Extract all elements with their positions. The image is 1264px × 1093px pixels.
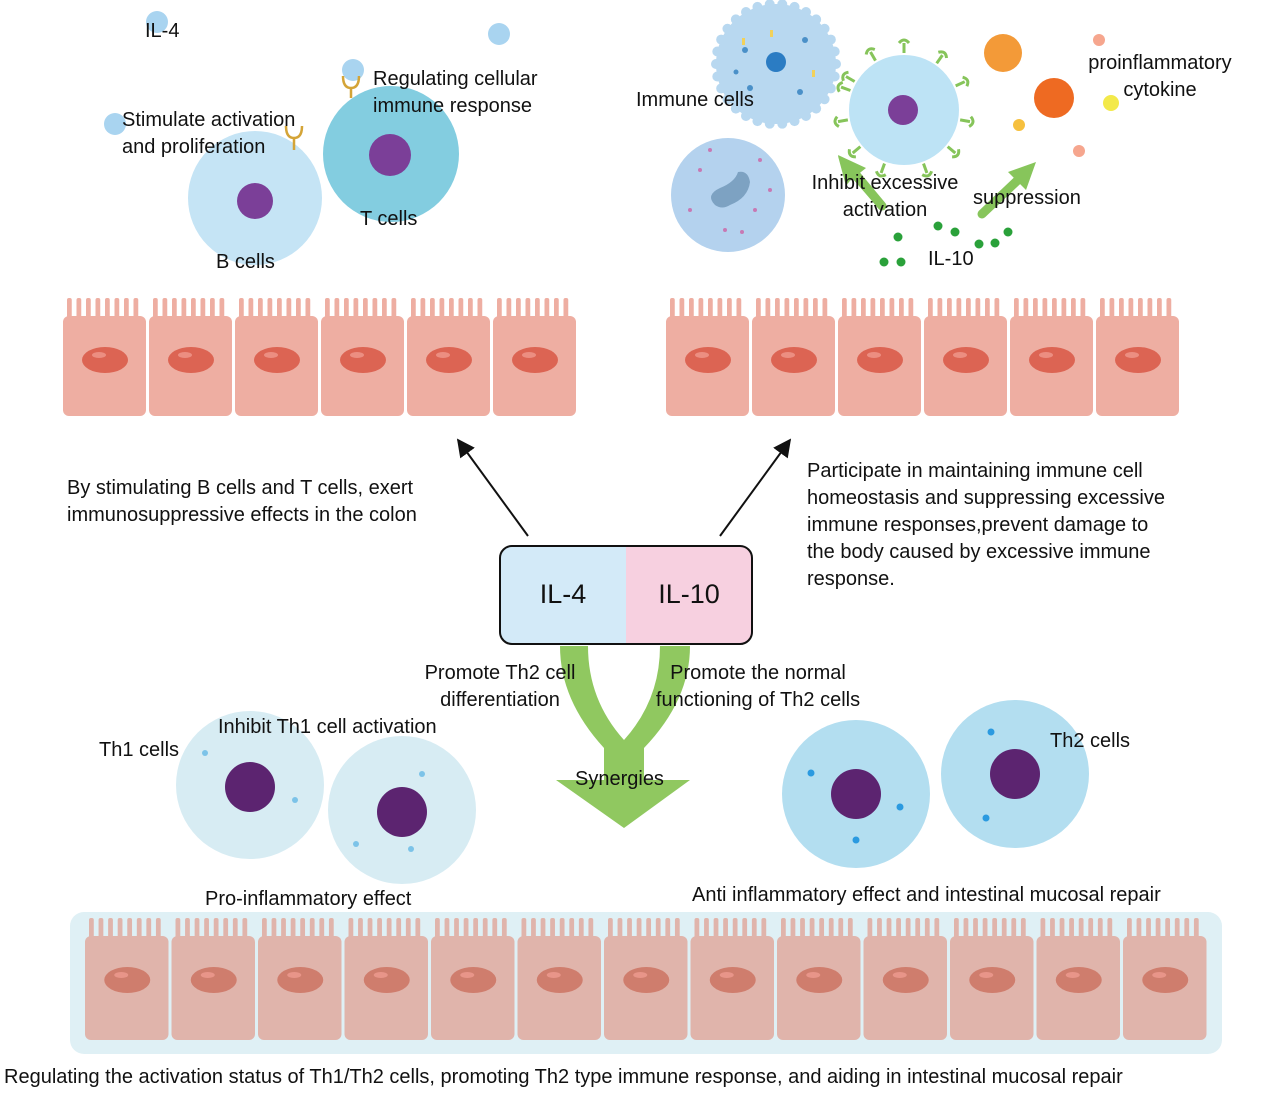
il4-particle xyxy=(104,113,126,135)
granule xyxy=(202,750,208,756)
t-cell-receptor xyxy=(341,75,361,98)
cytokine xyxy=(1073,145,1085,157)
granule xyxy=(292,797,298,803)
cytokine xyxy=(1093,34,1105,46)
epithelial-cell xyxy=(1010,298,1093,416)
inhibit-arrow-shaft xyxy=(847,165,887,211)
promote-th2-differentiation-label: Promote Th2 cell differentiation xyxy=(424,662,576,711)
th2-cells-label: Th2 cells xyxy=(1050,730,1131,752)
epithelial-cell xyxy=(1096,298,1179,416)
epithelium-top-right xyxy=(666,298,1179,416)
immune-cell-receptors xyxy=(833,38,975,178)
suppression-arrow-shaft xyxy=(977,173,1025,219)
epithelial-cell xyxy=(1123,918,1207,1040)
th2-cell-nucleus xyxy=(990,749,1040,799)
inhibit-th1-label: Inhibit Th1 cell activation xyxy=(218,716,437,738)
stimulate-activation-label: Stimulate activation and proliferation xyxy=(122,109,296,158)
epithelial-cell xyxy=(149,298,232,416)
epithelial-cell xyxy=(690,918,774,1040)
epithelial-cell xyxy=(431,918,515,1040)
il4-particle-label: IL-4 xyxy=(145,20,180,42)
pro-inflammatory-label: Pro-inflammatory effect xyxy=(205,888,412,910)
b-cell-receptor xyxy=(284,125,304,150)
granule xyxy=(987,728,995,736)
il10-molecules xyxy=(879,221,1013,267)
epithelial-cell xyxy=(407,298,490,416)
epithelial-cell xyxy=(493,298,576,416)
cytokine xyxy=(1103,95,1119,111)
granule xyxy=(807,769,815,777)
immune-cell-spiky xyxy=(711,0,841,129)
il10-molecule-label: IL-10 xyxy=(928,248,974,270)
b-cell-nucleus xyxy=(237,183,273,219)
epithelial-cell xyxy=(838,298,921,416)
il4-box-label: IL-4 xyxy=(539,579,587,609)
th2-cell-nucleus xyxy=(831,769,881,819)
cytokine xyxy=(1034,78,1074,118)
granule xyxy=(852,836,860,844)
b-cells-label: B cells xyxy=(216,251,275,273)
regulating-response-label: Regulating cellular immune response xyxy=(373,68,538,117)
il4-particle xyxy=(488,23,510,45)
epithelial-cell xyxy=(1036,918,1120,1040)
granule xyxy=(982,814,990,822)
epithelial-cell xyxy=(604,918,688,1040)
immune-cells-label: Immune cells xyxy=(636,89,754,111)
epithelium-top-left xyxy=(63,298,576,416)
arrow-to-top-left xyxy=(456,438,529,537)
il10-box-label: IL-10 xyxy=(658,579,720,609)
epithelial-cell xyxy=(950,918,1034,1040)
epithelial-cell xyxy=(85,918,169,1040)
t-cells-label: T cells xyxy=(360,208,418,230)
epithelial-cell xyxy=(344,918,428,1040)
suppression-label: suppression xyxy=(973,187,1081,209)
inhibit-arrow-head xyxy=(838,155,866,184)
suppression-arrow-head xyxy=(1008,162,1036,190)
anti-inflammatory-label: Anti inflammatory effect and intestinal … xyxy=(692,884,1161,906)
granule xyxy=(408,846,414,852)
epithelial-cell xyxy=(924,298,1007,416)
il4-particle xyxy=(342,59,364,81)
synergy-arrow xyxy=(556,646,690,828)
synergies-label: Synergies xyxy=(575,768,664,790)
epithelial-cell xyxy=(63,298,146,416)
promote-th2-function-label: Promote the normal functioning of Th2 ce… xyxy=(655,662,861,711)
epithelial-cell xyxy=(321,298,404,416)
immune-cell-neutrophil xyxy=(671,138,785,252)
epithelial-cell xyxy=(235,298,318,416)
granule xyxy=(896,803,904,811)
th1-cell-nucleus xyxy=(225,762,275,812)
epithelial-cell xyxy=(863,918,947,1040)
epithelial-cell xyxy=(777,918,861,1040)
proinflammatory-cytokine-label: proinflammatory cytokine xyxy=(1088,52,1232,101)
epithelial-cell xyxy=(517,918,601,1040)
th1-cells-label: Th1 cells xyxy=(99,739,180,761)
cytokine xyxy=(984,34,1022,72)
granule xyxy=(353,841,359,847)
arrow-to-top-right xyxy=(719,438,792,537)
footer-caption: Regulating the activation status of Th1/… xyxy=(4,1066,1123,1088)
il10-effect-description: Participate in maintaining immune cell h… xyxy=(807,460,1165,590)
th1-cell-nucleus xyxy=(377,787,427,837)
cytokine xyxy=(1013,119,1025,131)
inhibit-excessive-activation-label: Inhibit excessive activation xyxy=(811,172,959,221)
il4-particle xyxy=(146,11,168,33)
il4-effect-description: By stimulating B cells and T cells, exer… xyxy=(67,477,417,526)
epithelial-cell xyxy=(752,298,835,416)
granule xyxy=(419,771,425,777)
epithelial-cell xyxy=(666,298,749,416)
epithelial-cell xyxy=(258,918,342,1040)
t-cell-nucleus xyxy=(369,134,411,176)
epithelial-cell xyxy=(171,918,255,1040)
cytokine-box xyxy=(499,545,753,645)
epithelium-bottom xyxy=(85,918,1207,1040)
